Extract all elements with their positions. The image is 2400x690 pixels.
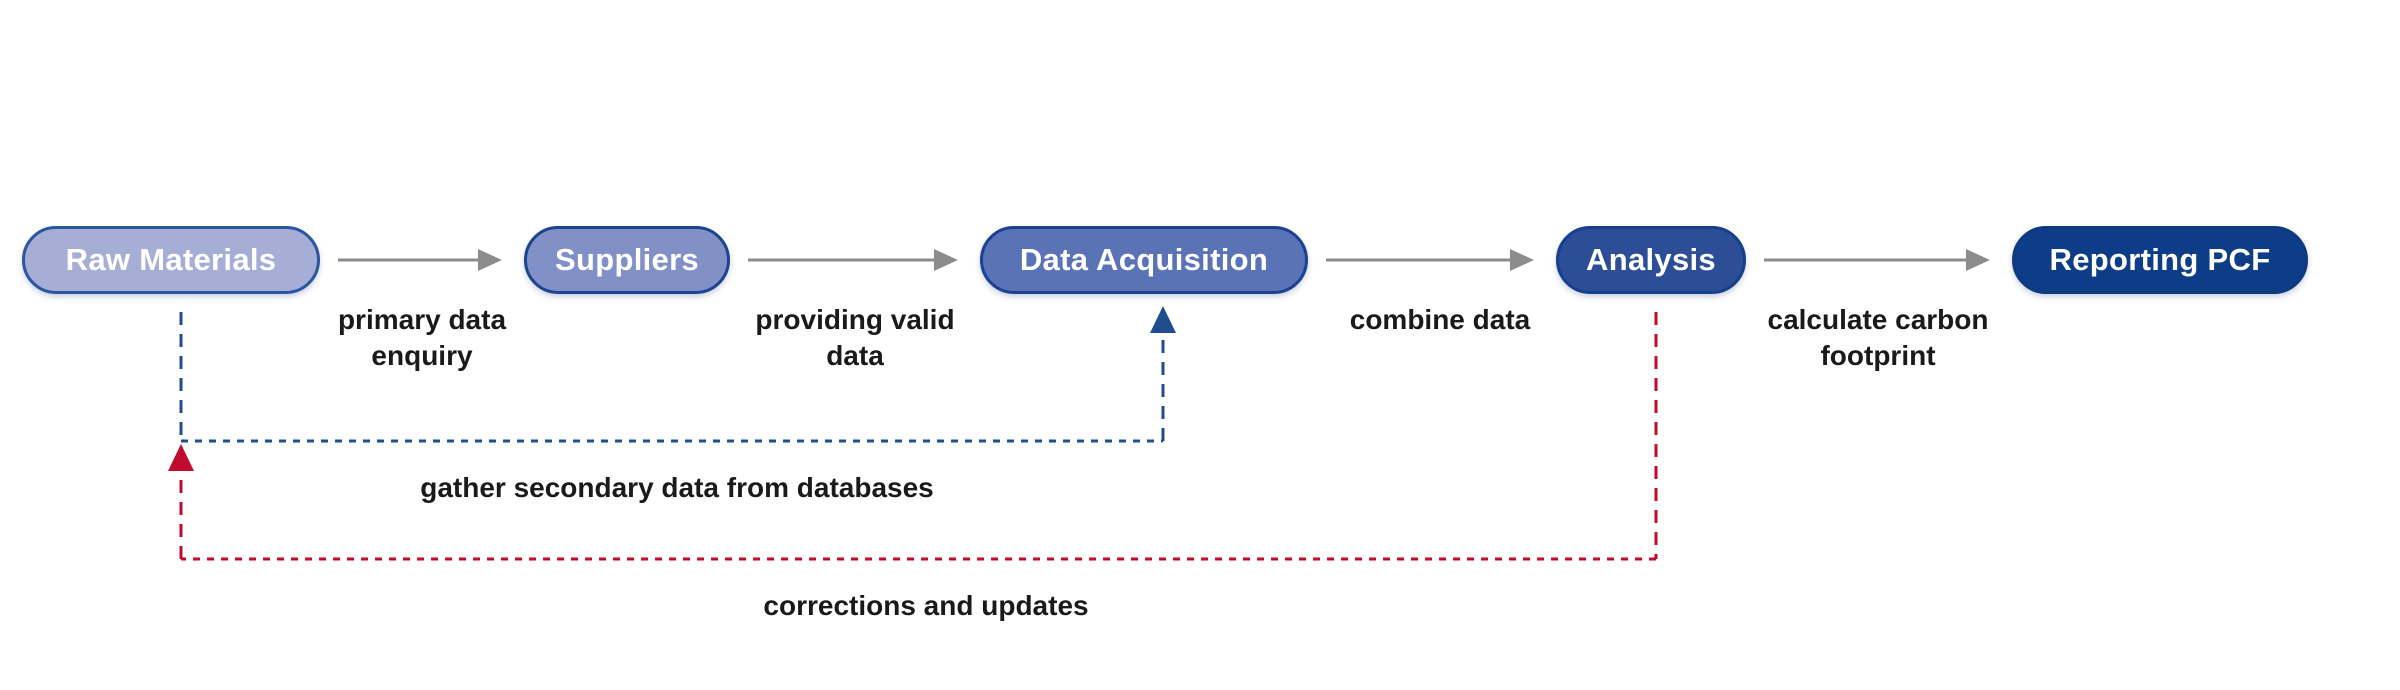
flow-arrow-analysis-to-reporting xyxy=(1764,249,1990,271)
arrowhead-icon xyxy=(1510,249,1534,271)
flow-arrow-raw-to-suppliers xyxy=(338,249,502,271)
arrowhead-icon xyxy=(1966,249,1990,271)
label-calculate-carbon-footprint: calculate carbon footprint xyxy=(1767,304,1989,371)
arrowhead-icon xyxy=(478,249,502,271)
label-providing-valid-data: providing valid data xyxy=(755,304,955,371)
flow-arrow-suppliers-to-dataacq xyxy=(748,249,958,271)
feedback-path-corrections xyxy=(168,312,1658,561)
label-gather-secondary-data: gather secondary data from databases xyxy=(420,472,934,503)
forward-flow-arrows xyxy=(338,249,1990,271)
node-suppliers: Suppliers xyxy=(524,226,730,294)
arrowhead-icon xyxy=(1150,306,1176,333)
node-analysis: Analysis xyxy=(1556,226,1746,294)
arrowhead-icon xyxy=(168,444,194,471)
feedback-path-secondary-data xyxy=(179,306,1176,443)
node-data-acquisition: Data Acquisition xyxy=(980,226,1308,294)
node-raw-materials: Raw Materials xyxy=(22,226,320,294)
label-corrections-and-updates: corrections and updates xyxy=(763,590,1089,621)
label-primary-data-enquiry: primary data enquiry xyxy=(337,304,507,371)
arrowhead-icon xyxy=(934,249,958,271)
node-reporting-pcf: Reporting PCF xyxy=(2012,226,2308,294)
label-combine-data: combine data xyxy=(1349,304,1531,335)
flow-arrow-dataacq-to-analysis xyxy=(1326,249,1534,271)
